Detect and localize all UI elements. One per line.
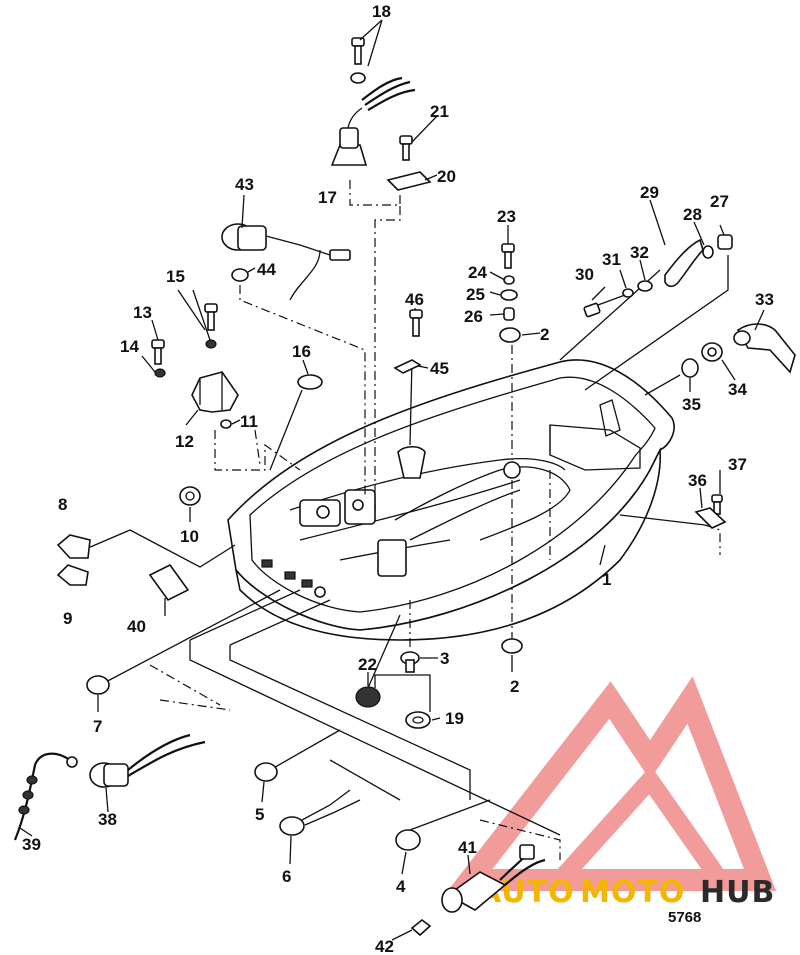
part-6-switch — [279, 789, 361, 836]
callout-label: 4 — [396, 877, 406, 896]
callout-label: 2 — [540, 325, 549, 344]
part-4-plug — [395, 829, 421, 851]
callout-label: 21 — [430, 102, 449, 121]
small-parts — [13, 37, 796, 937]
part-21-screw — [399, 135, 413, 161]
callout-label: 19 — [445, 709, 464, 728]
part-10-grommet — [179, 486, 201, 506]
callout-label: 12 — [175, 432, 194, 451]
part-40-pad — [148, 563, 190, 602]
callout-label: 24 — [468, 263, 487, 282]
callout-label: 42 — [375, 937, 394, 955]
callout-label: 22 — [358, 655, 377, 674]
part-9-clip — [56, 564, 89, 586]
callout-label: 30 — [575, 265, 594, 284]
callout-label: 5 — [255, 805, 264, 824]
part-5-plug — [254, 762, 278, 782]
part-22-plug — [355, 686, 381, 708]
part-15-screw — [204, 303, 218, 349]
part-19-grommet — [405, 711, 431, 729]
part-43-switch — [221, 223, 351, 301]
callout-label: 31 — [602, 250, 621, 269]
callout-label: 25 — [466, 285, 485, 304]
callout-leaders — [19, 19, 765, 941]
callout-label: 37 — [728, 455, 747, 474]
part-20-plate — [386, 171, 432, 191]
callout-label: 36 — [688, 471, 707, 490]
callout-label: 8 — [58, 495, 67, 514]
callout-label: 23 — [497, 207, 516, 226]
bottom-cowl — [227, 359, 675, 641]
part-33-35-grip — [681, 323, 796, 378]
callout-label: 7 — [93, 717, 102, 736]
callout-label: 41 — [458, 838, 477, 857]
callout-label: 2 — [510, 677, 519, 696]
part-18-screw — [350, 37, 416, 111]
part-2-grommet — [501, 638, 523, 654]
watermark-logo — [447, 676, 777, 891]
callout-label: 43 — [235, 175, 254, 194]
callout-label: 32 — [630, 243, 649, 262]
drawing-number: 5768 — [668, 909, 701, 926]
callout-label: 40 — [127, 617, 146, 636]
part-38-key-switch — [89, 733, 206, 788]
callout-label: 20 — [437, 167, 456, 186]
callout-label: 18 — [372, 2, 391, 21]
callout-label: 27 — [710, 192, 729, 211]
callout-label: 11 — [240, 412, 258, 431]
leader-lines — [87, 180, 729, 860]
callout-label: 14 — [120, 337, 139, 356]
part-11-clip — [220, 419, 232, 429]
part-41-solenoid — [441, 844, 546, 913]
watermark-text: AUTO MOTO HUB — [478, 875, 775, 910]
callout-labels: 1 2 2 3 4 5 6 7 8 9 10 11 12 13 14 15 16… — [22, 2, 774, 955]
part-42-clip — [410, 918, 432, 937]
callout-label: 35 — [682, 395, 701, 414]
part-39-harness — [13, 752, 78, 841]
part-8-clip — [56, 534, 91, 559]
part-45-46 — [393, 309, 423, 374]
watermark-text-hub: HUB — [700, 875, 775, 910]
callout-label: 1 — [602, 570, 611, 589]
callout-label: 15 — [166, 267, 185, 286]
callout-label: 39 — [22, 835, 41, 854]
watermark-text-moto: MOTO — [580, 875, 685, 910]
callout-label: 17 — [318, 188, 337, 207]
callout-label: 13 — [133, 303, 152, 322]
part-29-32-linkage — [583, 234, 733, 318]
callout-label: 38 — [98, 810, 117, 829]
part-17-relay — [330, 107, 368, 166]
callout-label: 3 — [440, 649, 449, 668]
callout-label: 16 — [292, 342, 311, 361]
callout-label: 44 — [257, 260, 276, 279]
part-3-screw — [400, 651, 420, 673]
part-13-14-screw — [151, 339, 166, 378]
callout-label: 34 — [728, 380, 747, 399]
callout-label: 33 — [755, 290, 774, 309]
part-7-plug — [86, 675, 110, 695]
part-16-grommet — [297, 374, 323, 390]
callout-label: 28 — [683, 205, 702, 224]
callout-label: 45 — [430, 359, 449, 378]
part-36-37 — [694, 494, 727, 529]
callout-label: 9 — [63, 609, 72, 628]
callout-label: 29 — [640, 183, 659, 202]
callout-label: 6 — [282, 867, 291, 886]
part-23-26-stack — [499, 243, 521, 343]
callout-label: 10 — [180, 527, 199, 546]
callout-label: 46 — [405, 290, 424, 309]
part-12-bracket — [191, 371, 239, 413]
callout-label: 26 — [464, 307, 483, 326]
